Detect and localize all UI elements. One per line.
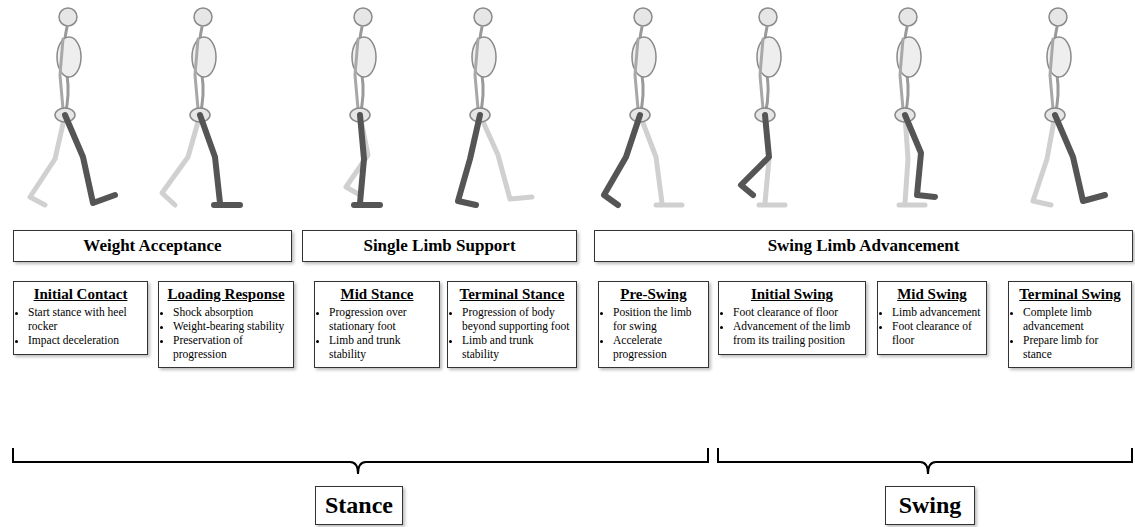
phase-goal: Limb and trunk stability [462,334,534,360]
bullet-item: Position the limb for swing [613,306,704,334]
bullet-list: Complete limb advancementPrepare limb fo… [1013,306,1127,361]
bullet-item: Progression of body beyond supporting fo… [462,306,572,334]
phase-title: Pre-Swing [603,286,704,303]
gait-phase-box: Loading ResponseShock absorptionWeight-b… [158,281,294,368]
phase-goal: Progression over stationary foot [329,306,407,332]
bullet-item: Impact deceleration [28,334,143,348]
period-label: Stance [325,492,393,519]
phase-title: Terminal Swing [1013,286,1127,303]
bullet-list: Progression over stationary footLimb and… [319,306,435,361]
phase-title: Initial Swing [723,286,861,303]
bullet-item: Limb and trunk stability [329,334,435,362]
bullet-list: Progression of body beyond supporting fo… [452,306,572,361]
phase-goal: Start stance with heel rocker [28,306,127,332]
bullet-list: Foot clearance of floorAdvancement of th… [723,306,861,347]
bullet-item: Foot clearance of floor [892,320,982,348]
bullet-list: Position the limb for swingAccelerate pr… [603,306,704,361]
group-label: Swing Limb Advancement [768,236,960,256]
phase-goal: Impact deceleration [28,334,119,346]
phase-goal: Foot clearance of floor [733,306,838,318]
bullet-item: Accelerate progression [613,334,704,362]
phase-goal: Position the limb for swing [613,306,692,332]
bullet-item: Limb advancement [892,306,982,320]
bullet-item: Start stance with heel rocker [28,306,143,334]
bullet-item: Limb and trunk stability [462,334,572,362]
cycle-period-box: Swing [885,486,975,525]
bullet-item: Prepare limb for stance [1023,334,1127,362]
phase-goal: Progression of body beyond supporting fo… [462,306,569,332]
group-label: Weight Acceptance [83,236,221,256]
phase-title: Terminal Stance [452,286,572,303]
phase-goal: Preservation of progression [173,334,243,360]
bullet-list: Start stance with heel rockerImpact dece… [18,306,143,347]
phase-title: Mid Swing [882,286,982,303]
gait-phase-box: Initial SwingFoot clearance of floorAdva… [718,281,866,355]
gait-phase-box: Terminal SwingComplete limb advancementP… [1008,281,1132,368]
phase-goal: Complete limb advancement [1023,306,1092,332]
bullet-list: Shock absorptionWeight-bearing stability… [163,306,289,361]
gait-phase-box: Terminal StanceProgression of body beyon… [447,281,577,368]
bullet-item: Foot clearance of floor [733,306,861,320]
phase-group-band: Single Limb Support [302,230,577,262]
phase-group-band: Swing Limb Advancement [594,230,1133,262]
phase-goal: Accelerate progression [613,334,667,360]
gait-phase-box: Pre-SwingPosition the limb for swingAcce… [598,281,709,368]
phase-group-band: Weight Acceptance [13,230,292,262]
phase-goal: Shock absorption [173,306,253,318]
phase-goal: Weight-bearing stability [173,320,284,332]
bullet-item: Progression over stationary foot [329,306,435,334]
phase-goal: Limb and trunk stability [329,334,401,360]
phase-title: Initial Contact [18,286,143,303]
period-label: Swing [899,492,962,519]
bullet-item: Advancement of the limb from its trailin… [733,320,861,348]
phase-title: Loading Response [163,286,289,303]
bullet-item: Shock absorption [173,306,289,320]
phase-goal: Advancement of the limb from its trailin… [733,320,850,346]
bullet-item: Weight-bearing stability [173,320,289,334]
gait-phase-box: Mid StanceProgression over stationary fo… [314,281,440,368]
phase-goal: Foot clearance of floor [892,320,972,346]
bullet-item: Preservation of progression [173,334,289,362]
bullet-list: Limb advancementFoot clearance of floor [882,306,982,347]
gait-phase-box: Initial ContactStart stance with heel ro… [13,281,148,355]
group-label: Single Limb Support [363,236,515,256]
gait-phase-box: Mid SwingLimb advancementFoot clearance … [877,281,987,355]
phase-goal: Prepare limb for stance [1023,334,1098,360]
phase-goal: Limb advancement [892,306,980,318]
phase-title: Mid Stance [319,286,435,303]
bullet-item: Complete limb advancement [1023,306,1127,334]
cycle-period-box: Stance [315,486,403,525]
